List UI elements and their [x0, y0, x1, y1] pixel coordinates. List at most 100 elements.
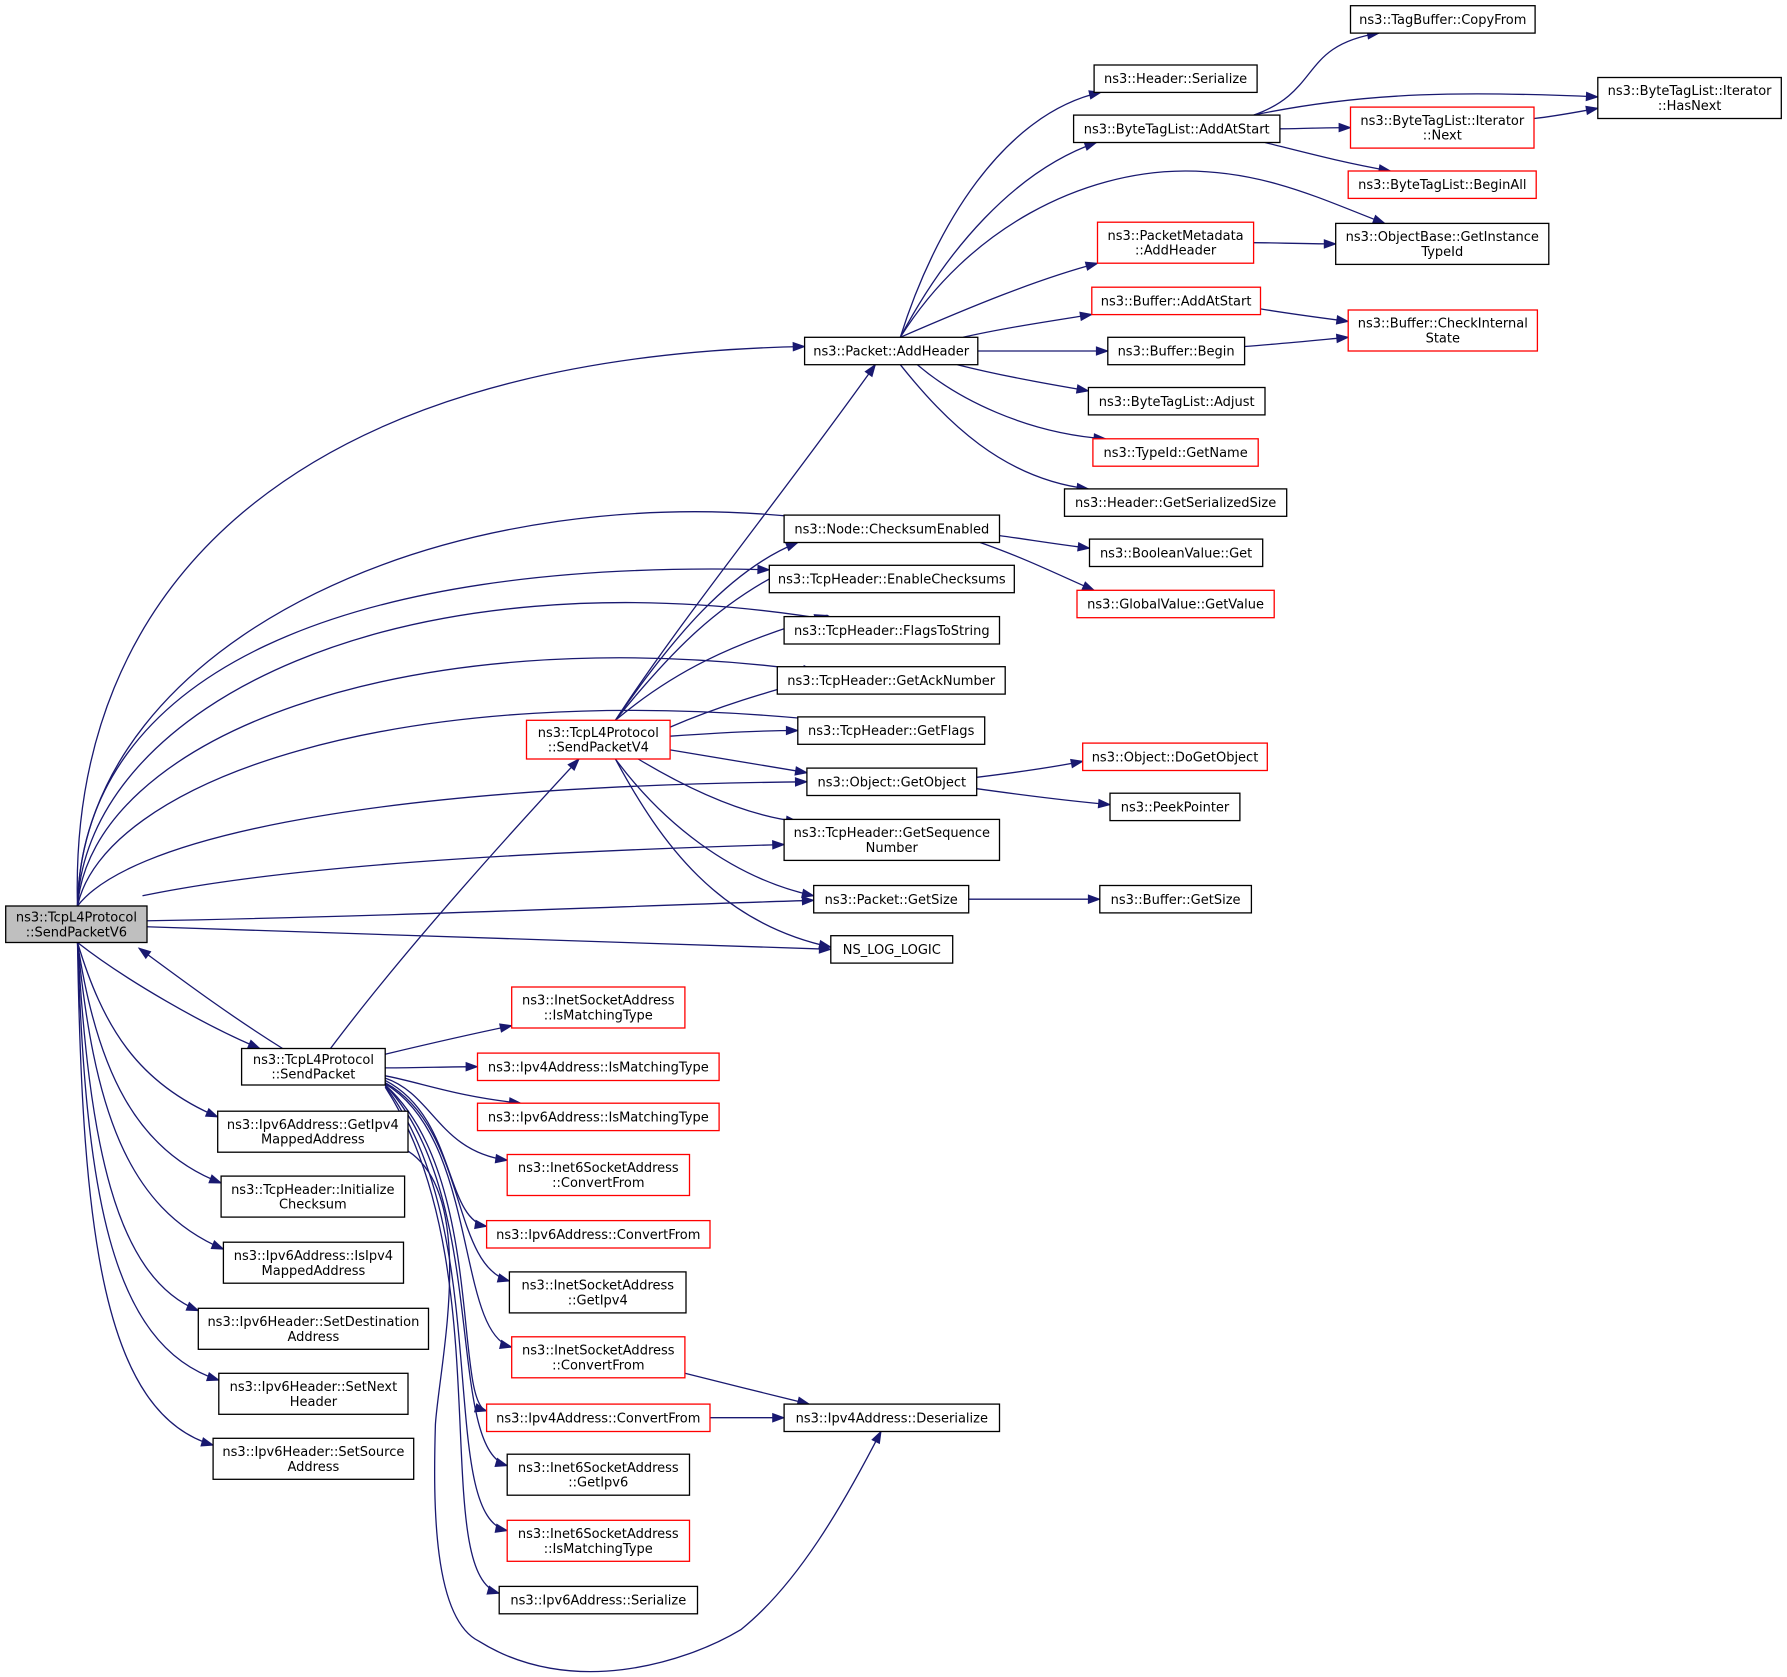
- edge-addheader-to-bufbegin: [977, 346, 1110, 356]
- node-label: ::SendPacketV4: [548, 741, 649, 756]
- edge-sendpacket-to-inet6ismatching: [384, 1085, 509, 1533]
- node-label: ns3::InetSocketAddress: [522, 1344, 675, 1359]
- node-getacknumber[interactable]: ns3::TcpHeader::GetAckNumber: [776, 666, 1006, 695]
- node-box: [1335, 222, 1550, 266]
- edge-sendv6-to-addheader: [76, 341, 807, 907]
- edge-sendv4-to-getobject: [669, 749, 809, 776]
- node-label: ns3::GlobalValue::GetValue: [1087, 598, 1264, 613]
- node-label: ns3::TcpHeader::Initialize: [231, 1183, 394, 1198]
- edge-sendv6-to-getobject: [76, 777, 809, 907]
- node-getserializedsize[interactable]: ns3::Header::GetSerializedSize: [1063, 488, 1288, 517]
- node-box: [783, 818, 1001, 862]
- node-ipv4convertfrom[interactable]: ns3::Ipv4Address::ConvertFrom: [485, 1403, 711, 1433]
- node-flagstostring[interactable]: ns3::TcpHeader::FlagsToString: [783, 615, 1001, 645]
- node-label: ns3::Ipv6Address::GetIpv4: [227, 1118, 399, 1133]
- node-label: ns3::Buffer::GetSize: [1111, 893, 1241, 908]
- edge-sendpacket-to-inetconvertfrom: [384, 1083, 514, 1349]
- node-buffergetsize[interactable]: ns3::Buffer::GetSize: [1099, 884, 1253, 914]
- node-sendpacket[interactable]: ns3::TcpL4Protocol::SendPacket: [240, 1047, 386, 1086]
- node-label: ns3::Ipv6Address::IsMatchingType: [488, 1111, 709, 1126]
- node-inet6ismatching[interactable]: ns3::Inet6SocketAddress::IsMatchingType: [506, 1519, 691, 1562]
- node-label: Number: [866, 841, 919, 856]
- node-hdrserialize[interactable]: ns3::Header::Serialize: [1093, 64, 1258, 94]
- node-label: State: [1426, 332, 1460, 347]
- node-label: ns3::TcpL4Protocol: [538, 726, 659, 741]
- node-box: [197, 1307, 430, 1350]
- node-packetgetsize[interactable]: ns3::Packet::GetSize: [813, 884, 970, 914]
- node-getflags[interactable]: ns3::TcpHeader::GetFlags: [797, 716, 986, 745]
- node-label: ::AddHeader: [1135, 244, 1217, 259]
- node-label: ns3::Inet6SocketAddress: [518, 1527, 679, 1542]
- node-beginall[interactable]: ns3::ByteTagList::BeginAll: [1347, 170, 1537, 200]
- edge-sendv6-to-sendpacket: [77, 941, 262, 1050]
- node-bufaddatstart[interactable]: ns3::Buffer::AddAtStart: [1091, 286, 1262, 316]
- node-hasnext[interactable]: ns3::ByteTagList::Iterator::HasNext: [1597, 76, 1782, 120]
- node-ipv6serialize[interactable]: ns3::Ipv6Address::Serialize: [498, 1585, 699, 1615]
- node-label: ns3::ByteTagList::BeginAll: [1358, 178, 1526, 193]
- edge-sendv4-to-enablechecksums: [614, 569, 788, 721]
- node-box: [485, 1403, 711, 1433]
- node-bufbegin[interactable]: ns3::Buffer::Begin: [1107, 336, 1246, 366]
- edge-sendv6-to-setsource: [76, 942, 215, 1447]
- node-box: [776, 666, 1006, 695]
- node-tagcopyfrom[interactable]: ns3::TagBuffer::CopyFrom: [1349, 5, 1536, 34]
- node-checksumenabled[interactable]: ns3::Node::ChecksumEnabled: [783, 514, 1001, 544]
- node-ipv6ismatching[interactable]: ns3::Ipv6Address::IsMatchingType: [476, 1102, 720, 1132]
- node-label: TypeId: [1420, 245, 1463, 260]
- edge-sendpacket-to-sendv6: [137, 947, 283, 1050]
- node-getobject[interactable]: ns3::Object::GetObject: [806, 767, 978, 797]
- node-sendv6[interactable]: ns3::TcpL4Protocol::SendPacketV6: [5, 905, 148, 944]
- node-globalgetvalue[interactable]: ns3::GlobalValue::GetValue: [1076, 589, 1275, 619]
- node-inetismatching[interactable]: ns3::InetSocketAddress::IsMatchingType: [511, 986, 686, 1029]
- node-label: ns3::PacketMetadata: [1108, 229, 1244, 244]
- node-btladdatstart[interactable]: ns3::ByteTagList::AddAtStart: [1072, 114, 1281, 144]
- node-itnext[interactable]: ns3::ByteTagList::Iterator::Next: [1349, 106, 1535, 149]
- node-label: ns3::TypeId::GetName: [1103, 446, 1247, 461]
- node-label: ns3::InetSocketAddress: [522, 1279, 675, 1294]
- node-label: Address: [288, 1460, 340, 1475]
- node-sendv4[interactable]: ns3::TcpL4Protocol::SendPacketV4: [525, 719, 671, 760]
- node-btladjust[interactable]: ns3::ByteTagList::Adjust: [1087, 386, 1266, 416]
- node-box: [1063, 488, 1288, 517]
- node-label: ns3::Ipv6Address::ConvertFrom: [496, 1228, 700, 1243]
- edge-sendv6-to-enablechecksums: [76, 564, 771, 907]
- node-inetconvertfrom[interactable]: ns3::InetSocketAddress::ConvertFrom: [511, 1336, 686, 1379]
- edge-checksumenabled-to-booleanget: [999, 534, 1091, 552]
- node-typeidgetname[interactable]: ns3::TypeId::GetName: [1092, 438, 1259, 467]
- node-box: [797, 716, 986, 745]
- node-box: [803, 336, 979, 366]
- node-box: [498, 1585, 699, 1615]
- edge-sendpacket-to-inetismatching: [385, 1023, 514, 1055]
- node-ipv4ismatching[interactable]: ns3::Ipv4Address::IsMatchingType: [476, 1052, 720, 1082]
- node-label: ::GetIpv6: [568, 1476, 628, 1491]
- node-nslog[interactable]: NS_LOG_LOGIC: [830, 935, 954, 964]
- edge-sendv6-to-getflags: [76, 709, 845, 907]
- node-label: ns3::Ipv6Address::Serialize: [510, 1594, 686, 1609]
- node-peekpointer[interactable]: ns3::PeekPointer: [1109, 792, 1241, 822]
- edge-sendv6-to-setnext: [76, 942, 221, 1382]
- node-box: [806, 767, 978, 797]
- node-label: ns3::TcpHeader::GetSequence: [794, 826, 990, 841]
- edge-sendv6-to-isipv4mapped: [76, 942, 225, 1250]
- node-inetgetipv4[interactable]: ns3::InetSocketAddress::GetIpv4: [508, 1271, 687, 1314]
- node-inet6getipv6[interactable]: ns3::Inet6SocketAddress::GetIpv6: [506, 1453, 691, 1496]
- node-enablechecksums[interactable]: ns3::TcpHeader::EnableChecksums: [768, 564, 1015, 594]
- node-ipv6convertfrom[interactable]: ns3::Ipv6Address::ConvertFrom: [485, 1219, 711, 1249]
- node-dogetobject[interactable]: ns3::Object::DoGetObject: [1082, 742, 1268, 772]
- node-label: MappedAddress: [262, 1264, 366, 1279]
- node-booleanget[interactable]: ns3::BooleanValue::Get: [1088, 538, 1264, 568]
- node-addheader[interactable]: ns3::Packet::AddHeader: [803, 336, 979, 366]
- node-pmaddheader[interactable]: ns3::PacketMetadata::AddHeader: [1096, 221, 1255, 264]
- node-box: [1349, 106, 1535, 149]
- node-inet6convertfrom[interactable]: ns3::Inet6SocketAddress::ConvertFrom: [506, 1153, 691, 1197]
- node-ipv4deserialize[interactable]: ns3::Ipv4Address::Deserialize: [783, 1403, 1001, 1433]
